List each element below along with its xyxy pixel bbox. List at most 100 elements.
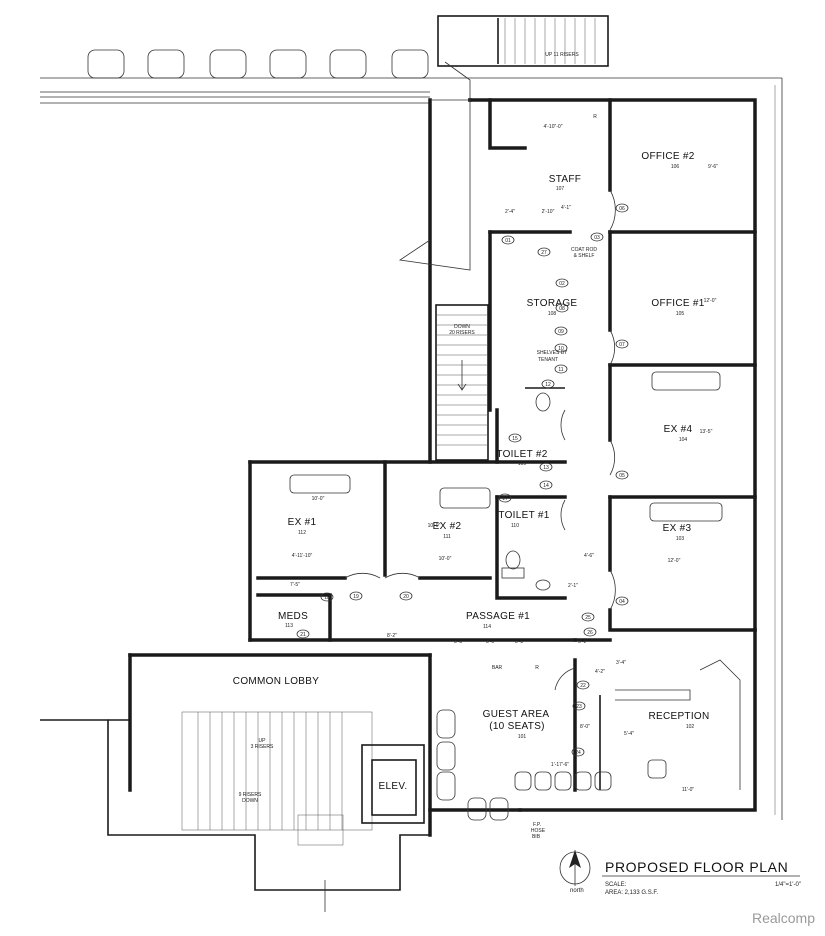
door-tag-marker [571,747,585,757]
room-staff: STAFF [549,174,581,185]
toilet-fixtures [501,392,551,591]
dim-8: 7'-5" [290,582,300,588]
lobby-stairs [181,711,373,912]
dim-13: 5'-1" [578,639,588,645]
door-tag-label: 17 [502,496,508,502]
dim-26: 2'-1" [568,583,578,589]
dim-16: 13'-5" [700,429,713,435]
door-tag-label: 10 [558,346,564,352]
door-tag-label: 01 [505,238,511,244]
door-tag-marker [555,303,569,313]
room-guest-area: GUEST AREA [483,709,550,720]
door-tag-label: 12 [545,382,551,388]
dim-18: 11'-0" [682,787,695,793]
dim-17: 12'-0" [704,298,717,304]
room-storage-num: 108 [548,311,557,317]
room-reception-num: 102 [686,724,695,730]
interior-walls [40,98,757,891]
room-passage: PASSAGE #1 [466,611,530,622]
door-tag-label: 05 [619,473,625,479]
door-tag-marker [554,364,568,374]
door-tag-label: 25 [585,615,591,621]
door-tag-marker [541,379,555,389]
sidewalk-lines [40,77,783,820]
dimensions: 4'-10"-0" 2'-4" 2'-10" 4'-1" 10'-0" 4'-1… [290,124,718,793]
door-tag-label: 03 [594,235,600,241]
guest-seating [436,709,612,821]
dim-14: 4'-6" [584,553,594,559]
door-tag-marker [539,480,553,490]
door-tag-marker [498,493,512,503]
plan-scale-value: 1/4"=1'-0" [775,882,801,888]
room-ex1: EX #1 [288,517,317,528]
door-tag-marker [501,235,515,245]
dim-10: 3'-3" [454,639,464,645]
plan-area: AREA: 2,133 G.S.F. [605,890,658,896]
exterior-walls [428,98,757,812]
door-tag-label: 08 [559,306,565,312]
dim-22: 5'-4" [624,731,634,737]
lobby-stair-down: DOWN [242,798,258,804]
reception-desk [615,659,741,790]
room-staff-num: 107 [556,186,565,192]
door-tag-marker [508,433,522,443]
door-tag-label: 20 [403,594,409,600]
door-tag-marker [590,232,604,242]
exam-tables [289,371,723,522]
exterior-stair-top [437,15,609,67]
door-tag-marker [576,680,590,690]
door-tag-label: 13 [543,465,549,471]
note-fp: F.P. [533,822,541,828]
room-ex4: EX #4 [664,424,693,435]
door-tag-marker [615,596,629,606]
door-tag-label: 09 [558,329,564,335]
room-office2-num: 106 [671,164,680,170]
door-tag-marker [583,627,597,637]
interior-stair-down [435,304,489,461]
dim-2: 2'-4" [505,209,515,215]
dim-5: 10'-0" [312,496,325,502]
door-tag-label: 21 [300,632,306,638]
dim-11: 3'-0" [486,639,496,645]
stair-down-risers: 20 RISERS [449,330,475,336]
room-storage: STORAGE [527,298,578,309]
door-tag-label: 26 [587,630,593,636]
room-ex3: EX #3 [663,523,692,534]
note-r2: R [535,665,539,671]
watermark-logo: Realcomp [751,910,815,926]
note-coat-rod: COAT ROD [571,247,597,253]
door-tag-marker [399,591,413,601]
stair-down-note: DOWN [454,324,470,330]
door-tag-marker [555,278,569,288]
dim-7: 10'-0" [439,556,452,562]
door-tag-marker [615,470,629,480]
lobby-stair-up: UP [259,738,267,744]
door-tag-label: 11 [558,367,563,373]
door-tag-marker [572,701,586,711]
note-hose: HOSE [531,828,546,834]
door-swings [344,189,616,691]
dim-19: 4'-2" [595,669,605,675]
room-ex3-num: 103 [676,536,685,542]
door-tag-marker [539,462,553,472]
door-tag-marker [296,629,310,639]
plan-notes: SHELVES BY TENANT COAT ROD & SHELF BAR R… [492,114,597,840]
dim-9: 8'-2" [387,633,397,639]
door-tag-label: 24 [575,750,581,756]
dim-1: 4'-10"-0" [544,124,563,130]
door-tag-label: 18 [324,595,330,601]
note-shelf: & SHELF [574,253,595,259]
door-tag-marker [581,612,595,622]
door-tag-marker [615,339,629,349]
room-office1-num: 105 [676,311,685,317]
plan-title: PROPOSED FLOOR PLAN [605,859,788,875]
note-shelves: SHELVES BY [537,350,568,356]
north-label: north [570,888,584,894]
room-toilet1-num: 110 [511,523,519,529]
door-tag-marker [615,203,629,213]
note-bar: BAR [492,665,503,671]
room-office2: OFFICE #2 [641,151,694,162]
room-ex4-num: 104 [679,437,688,443]
room-reception: RECEPTION [648,711,709,722]
